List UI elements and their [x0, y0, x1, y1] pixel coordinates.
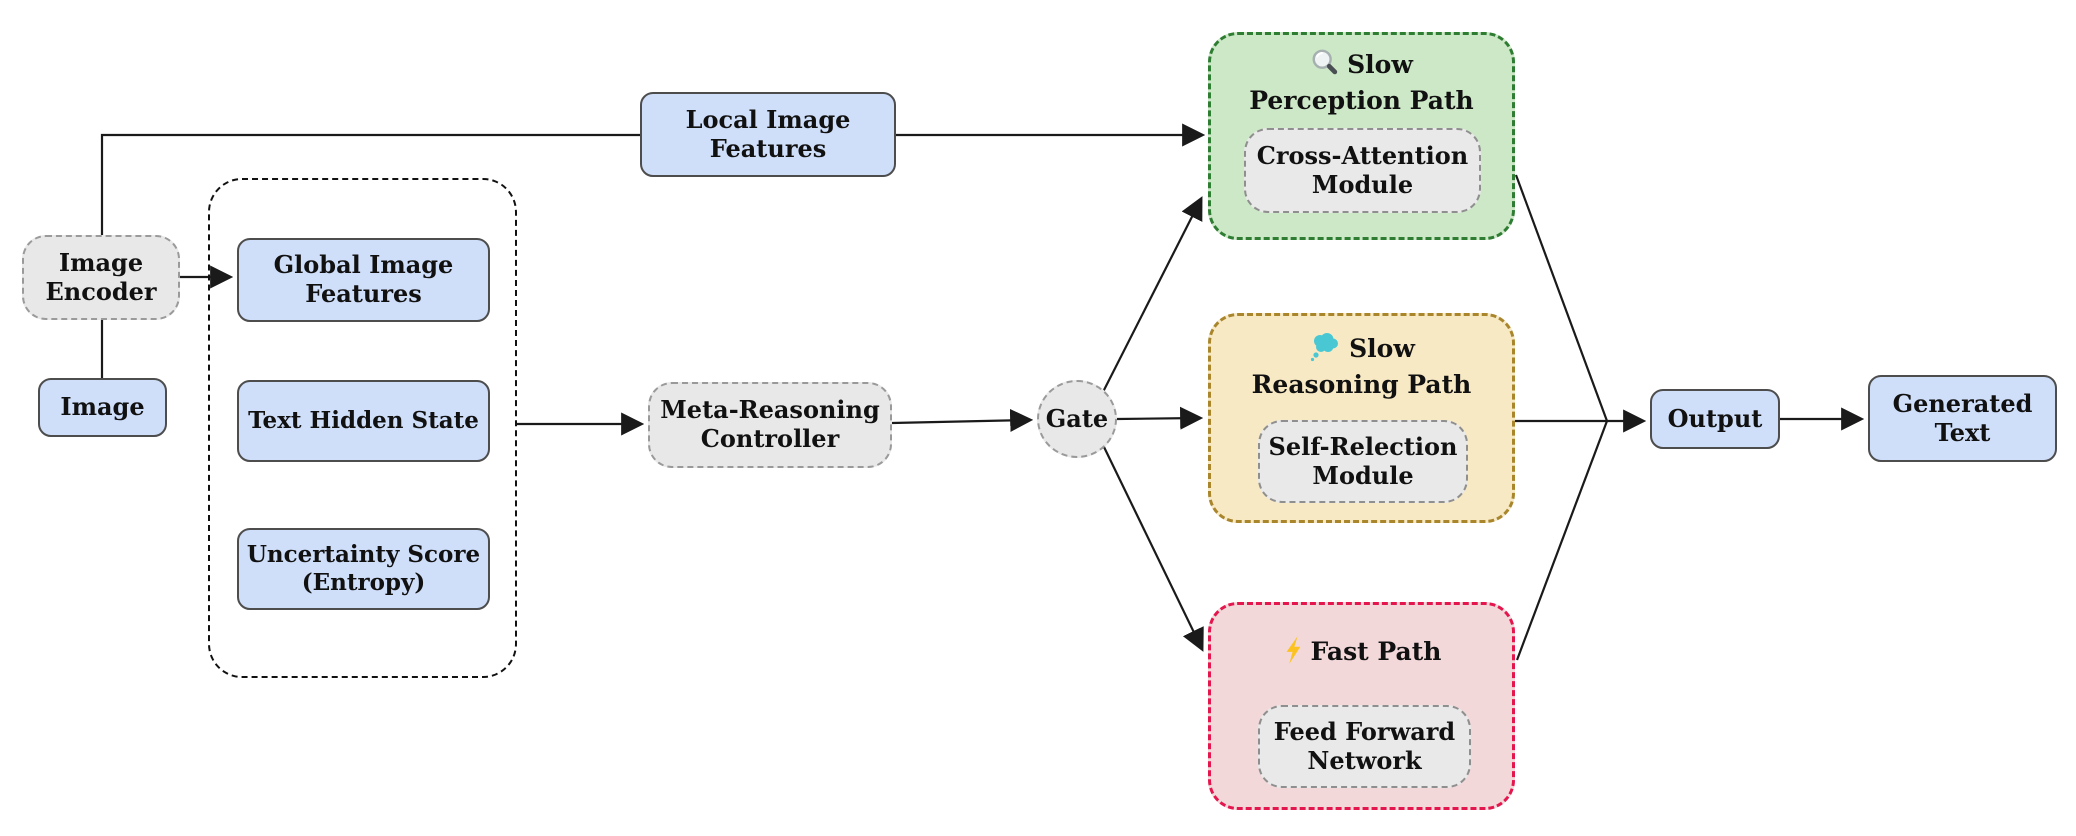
- node-cross-attention-module-label: Cross-Attention Module: [1256, 140, 1469, 199]
- node-global-image-features: Global Image Features: [237, 238, 490, 322]
- node-global-image-features-label: Global Image Features: [273, 250, 454, 308]
- slow-reasoning-path-header: Slow Reasoning Path: [1211, 332, 1512, 400]
- node-uncertainty-score-label: Uncertainty Score (Entropy): [246, 541, 481, 596]
- fast-path-title: Fast Path: [1310, 637, 1442, 666]
- node-image: Image: [38, 378, 167, 437]
- edge-slow-perception-to-join: [1514, 174, 1609, 422]
- edge-gate-to-slow-reasoning: [1116, 406, 1204, 430]
- thought-balloon-icon: [1308, 332, 1342, 370]
- node-local-image-features: Local Image Features: [640, 92, 896, 177]
- node-meta-reasoning-controller: Meta-Reasoning Controller: [648, 382, 892, 468]
- node-text-hidden-state: Text Hidden State: [237, 380, 490, 462]
- node-output: Output: [1650, 389, 1780, 449]
- edge-meta-controller-to-gate: [891, 408, 1034, 432]
- node-image-label: Image: [60, 392, 145, 422]
- lightning-icon: [1282, 635, 1304, 673]
- node-self-reflection-module: Self-Relection Module: [1258, 420, 1468, 503]
- slow-perception-path-container: Slow Perception Path Cross-Attention Mod…: [1208, 32, 1515, 240]
- fast-path-header: Fast Path: [1211, 635, 1512, 673]
- node-uncertainty-score: Uncertainty Score (Entropy): [237, 528, 490, 610]
- node-self-reflection-module-label: Self-Relection Module: [1268, 431, 1458, 490]
- node-feed-forward-network: Feed Forward Network: [1258, 705, 1471, 788]
- node-gate: Gate: [1037, 380, 1117, 458]
- node-local-image-features-label: Local Image Features: [685, 104, 851, 163]
- slow-perception-path-title: Slow Perception Path: [1249, 50, 1474, 115]
- edge-gate-to-slow-perception: [1102, 196, 1203, 393]
- magnifier-icon: [1310, 48, 1340, 86]
- slow-perception-path-header: Slow Perception Path: [1211, 48, 1512, 116]
- node-output-label: Output: [1667, 403, 1763, 433]
- node-cross-attention-module: Cross-Attention Module: [1244, 128, 1481, 213]
- edge-fast-path-to-join: [1515, 420, 1609, 661]
- node-generated-text: Generated Text: [1868, 375, 2057, 462]
- edge-gate-to-fast-path: [1103, 446, 1204, 652]
- node-text-hidden-state-label: Text Hidden State: [248, 407, 479, 435]
- slow-reasoning-path-container: Slow Reasoning Path Self-Relection Modul…: [1208, 313, 1515, 523]
- node-meta-reasoning-controller-label: Meta-Reasoning Controller: [660, 395, 880, 453]
- fast-path-container: Fast Path Feed Forward Network: [1208, 602, 1515, 810]
- feature-group-container: [208, 178, 517, 678]
- node-image-encoder: Image Encoder: [22, 235, 180, 320]
- node-image-encoder-label: Image Encoder: [45, 247, 157, 306]
- node-gate-label: Gate: [1045, 403, 1109, 433]
- slow-reasoning-path-title: Slow Reasoning Path: [1251, 334, 1472, 399]
- node-generated-text-label: Generated Text: [1892, 388, 2033, 447]
- node-feed-forward-network-label: Feed Forward Network: [1273, 716, 1456, 775]
